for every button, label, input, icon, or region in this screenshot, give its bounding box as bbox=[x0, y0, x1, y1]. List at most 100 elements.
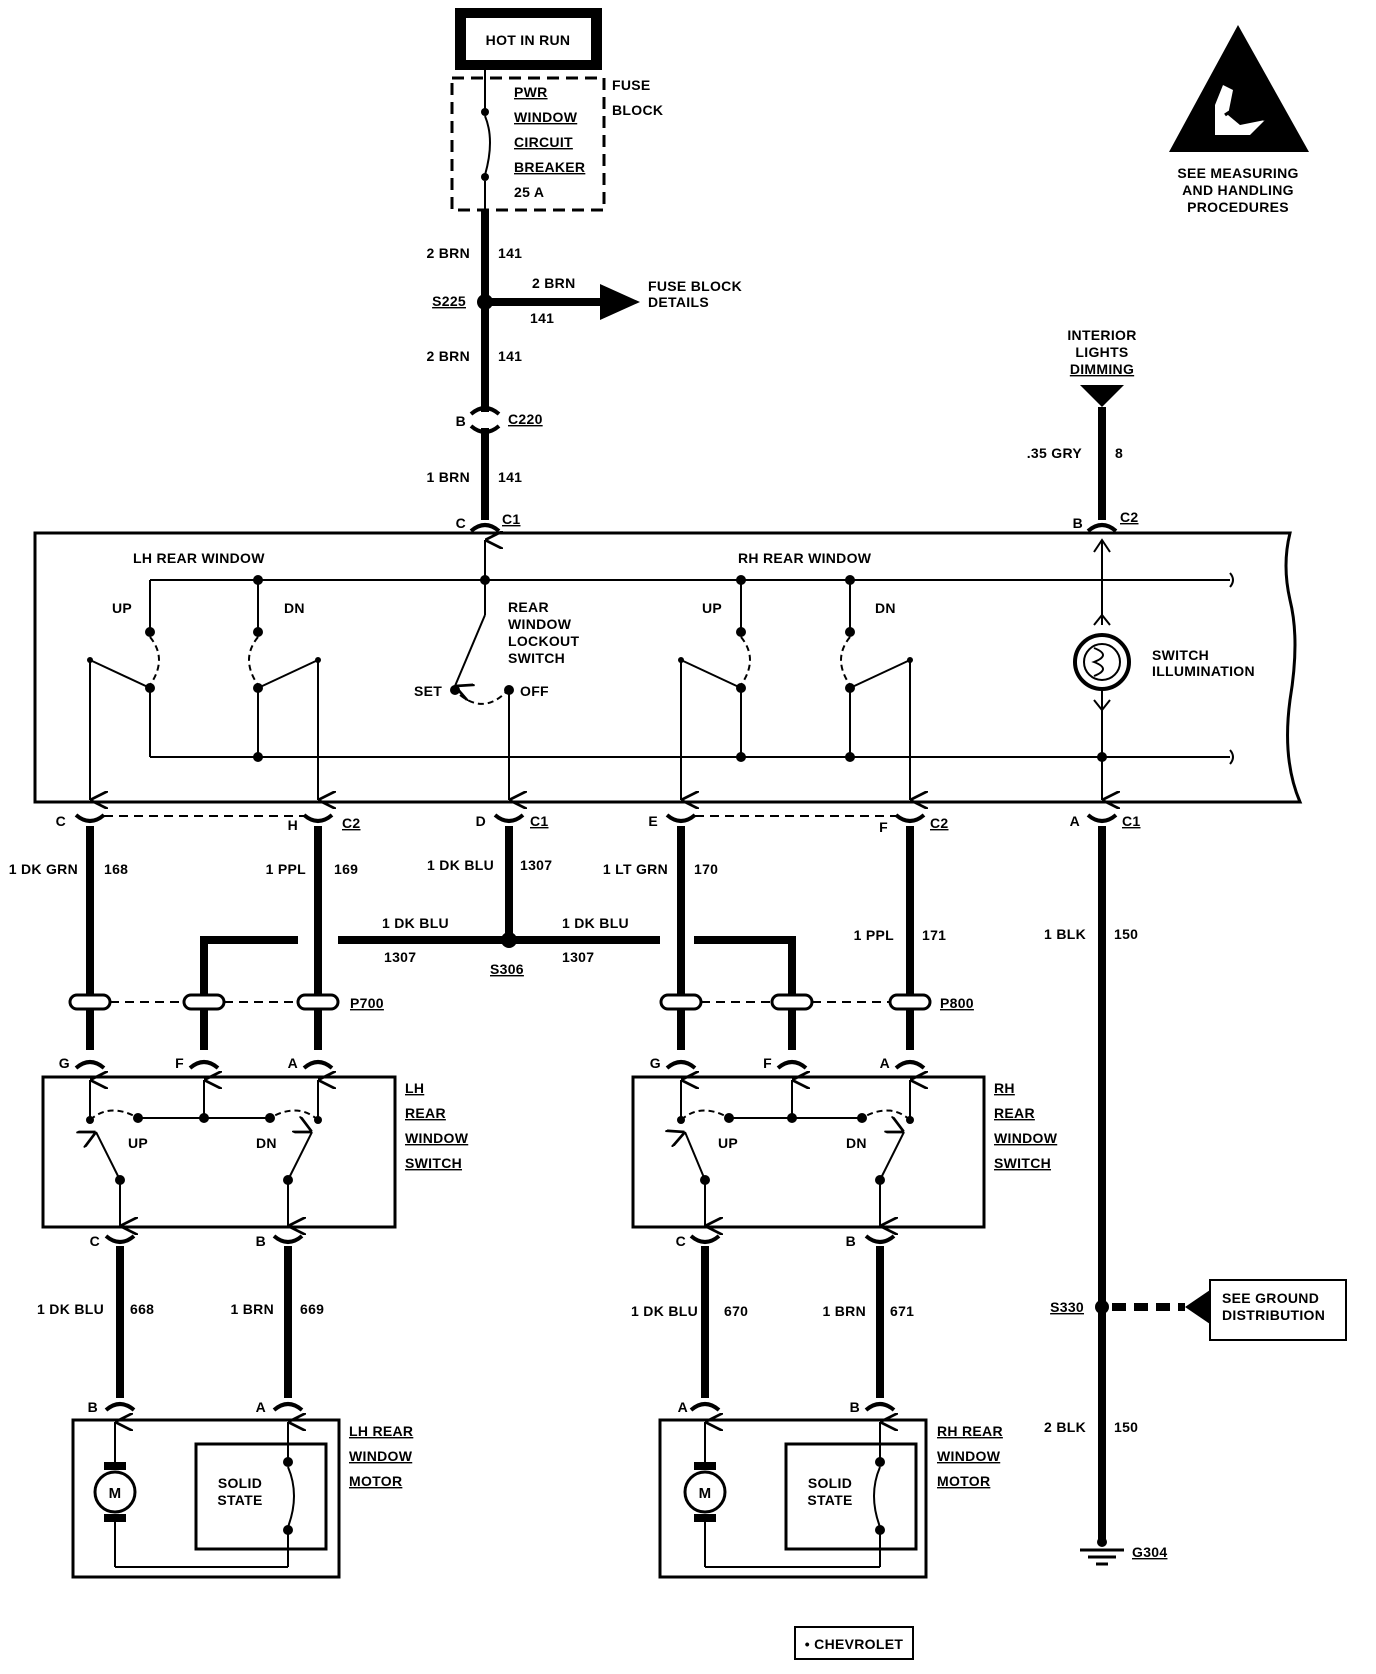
fuse-block-label-2: BLOCK bbox=[612, 102, 663, 118]
w670-gauge: 1 DK BLU bbox=[631, 1303, 698, 1319]
lh-rear-title: LH REAR WINDOW bbox=[133, 550, 265, 566]
rh-motor-m: M bbox=[699, 1485, 712, 1502]
hot-in-run-box: HOT IN RUN bbox=[455, 8, 602, 70]
s306-left-gauge: 1 DK BLU bbox=[382, 915, 449, 931]
lh-sw-out-c: C bbox=[90, 1233, 100, 1249]
rh-solid-2: STATE bbox=[807, 1492, 852, 1508]
conn-c2-right: C2 bbox=[930, 815, 949, 831]
lh-motor-pin-a: A bbox=[256, 1399, 266, 1415]
conn-c1-right: C1 bbox=[1122, 813, 1141, 829]
pin-d-1307: D bbox=[476, 813, 486, 829]
rh-sw-title-3: WINDOW bbox=[994, 1130, 1058, 1146]
w169-gauge: 1 PPL bbox=[266, 861, 307, 877]
lh-sw-dn: DN bbox=[256, 1135, 277, 1151]
lh-sw-title-2: REAR bbox=[405, 1105, 446, 1121]
w141c-gauge: 1 BRN bbox=[426, 469, 470, 485]
rh-sw-out-c: C bbox=[676, 1233, 686, 1249]
w671-gauge: 1 BRN bbox=[822, 1303, 866, 1319]
rh-sw-pin-f: F bbox=[763, 1055, 772, 1071]
lh-up-label: UP bbox=[112, 600, 132, 616]
ground-g304: G304 bbox=[1132, 1544, 1167, 1560]
w669-num: 669 bbox=[300, 1301, 324, 1317]
splice-s225: S225 bbox=[432, 293, 466, 309]
rh-motor-pin-b: B bbox=[850, 1399, 860, 1415]
lh-solid-1: SOLID bbox=[218, 1475, 262, 1491]
lh-dn-label: DN bbox=[284, 600, 305, 616]
p700-label: P700 bbox=[350, 995, 384, 1011]
dimming-input: INTERIOR LIGHTS DIMMING .35 GRY 8 B C2 bbox=[1027, 327, 1139, 533]
pin-a-150: A bbox=[1070, 813, 1080, 829]
esd-line-1: SEE MEASURING bbox=[1177, 165, 1298, 181]
w170-gauge: 1 LT GRN bbox=[603, 861, 668, 877]
w141b-num: 141 bbox=[498, 348, 522, 364]
s306-left-num: 1307 bbox=[384, 949, 416, 965]
c1-top-pin: C bbox=[456, 515, 466, 531]
w170-num: 170 bbox=[694, 861, 718, 877]
lockout-line-1: REAR bbox=[508, 599, 549, 615]
pin-h-169: H bbox=[288, 817, 298, 833]
fuse-block: FUSE BLOCK PWR WINDOW CIRCUIT BREAKER 25… bbox=[450, 70, 663, 212]
harness-wires: 1 DK GRN 168 1 PPL 169 1 DK BLU 1307 S30… bbox=[9, 826, 1138, 1540]
rh-dn-label: DN bbox=[875, 600, 896, 616]
dimming-line-3: DIMMING bbox=[1070, 361, 1134, 377]
fuse-block-label-1: FUSE bbox=[612, 77, 651, 93]
w669-gauge: 1 BRN bbox=[230, 1301, 274, 1317]
lh-solid-2: STATE bbox=[217, 1492, 262, 1508]
lh-sw-title-3: WINDOW bbox=[405, 1130, 469, 1146]
lockout-line-4: SWITCH bbox=[508, 650, 565, 666]
lh-rear-window-motor: B A M SOLID STATE LH REAR WINDOW MOTOR bbox=[71, 1399, 413, 1579]
conn-c1-mid: C1 bbox=[530, 813, 549, 829]
w169-num: 169 bbox=[334, 861, 358, 877]
s306-right-num: 1307 bbox=[562, 949, 594, 965]
dimming-line-1: INTERIOR bbox=[1067, 327, 1136, 343]
lh-sw-out-b: B bbox=[256, 1233, 266, 1249]
esd-line-2: AND HANDLING bbox=[1182, 182, 1294, 198]
rh-sw-title-1: RH bbox=[994, 1080, 1015, 1096]
w668-gauge: 1 DK BLU bbox=[37, 1301, 104, 1317]
conn-c2-left: C2 bbox=[342, 815, 361, 831]
chevrolet-note: • CHEVROLET bbox=[794, 1626, 914, 1660]
lh-sw-title-4: SWITCH bbox=[405, 1155, 462, 1171]
lh-sw-pin-f: F bbox=[175, 1055, 184, 1071]
dimming-line-2: LIGHTS bbox=[1075, 344, 1128, 360]
lh-sw-pin-a: A bbox=[288, 1055, 298, 1071]
p800-label: P800 bbox=[940, 995, 974, 1011]
branch-gauge: 2 BRN bbox=[532, 275, 576, 291]
lh-motor-title-1: LH REAR bbox=[349, 1423, 413, 1439]
pin-f-171: F bbox=[879, 819, 888, 835]
illum-line-2: ILLUMINATION bbox=[1152, 663, 1255, 679]
p800-connector: P800 bbox=[659, 993, 974, 1011]
w150b-gauge: 2 BLK bbox=[1044, 1419, 1086, 1435]
w150a-gauge: 1 BLK bbox=[1044, 926, 1086, 942]
w668-num: 668 bbox=[130, 1301, 154, 1317]
lockout-line-2: WINDOW bbox=[508, 616, 572, 632]
hot-in-run-label: HOT IN RUN bbox=[486, 32, 571, 48]
splice-s306: S306 bbox=[490, 961, 524, 977]
conn-c220: C220 bbox=[508, 411, 543, 427]
rh-sw-pin-a: A bbox=[880, 1055, 890, 1071]
lh-sw-title-1: LH bbox=[405, 1080, 424, 1096]
branch-num: 141 bbox=[530, 310, 554, 326]
lh-rear-window-switch: G F A UP DN LH REAR WINDOW SWITCH C B 1 … bbox=[37, 1055, 469, 1398]
w1307-num: 1307 bbox=[520, 857, 552, 873]
lh-sw-pin-g: G bbox=[59, 1055, 70, 1071]
rh-sw-up: UP bbox=[718, 1135, 738, 1151]
c2-top-pin: B bbox=[1073, 515, 1083, 531]
c2-top-conn: C2 bbox=[1120, 509, 1139, 525]
rh-sw-title-4: SWITCH bbox=[994, 1155, 1051, 1171]
master-switch: LH REAR WINDOW RH REAR WINDOW UP DN bbox=[33, 533, 1303, 802]
esd-line-3: PROCEDURES bbox=[1187, 199, 1289, 215]
rh-motor-title-2: WINDOW bbox=[937, 1448, 1001, 1464]
esd-warning: SEE MEASURING AND HANDLING PROCEDURES bbox=[1169, 25, 1309, 215]
rh-rear-window-motor: A B M SOLID STATE RH REAR WINDOW MOTOR bbox=[658, 1399, 1003, 1579]
lh-motor-m: M bbox=[109, 1485, 122, 1502]
breaker-line-4: BREAKER bbox=[514, 159, 585, 175]
lh-motor-pin-b: B bbox=[88, 1399, 98, 1415]
see-ground-2: DISTRIBUTION bbox=[1222, 1307, 1325, 1323]
illum-line-1: SWITCH bbox=[1152, 647, 1209, 663]
w8-gauge: .35 GRY bbox=[1027, 445, 1083, 461]
w141a-gauge: 2 BRN bbox=[426, 245, 470, 261]
w150a-num: 150 bbox=[1114, 926, 1138, 942]
c1-top-conn: C1 bbox=[502, 511, 521, 527]
